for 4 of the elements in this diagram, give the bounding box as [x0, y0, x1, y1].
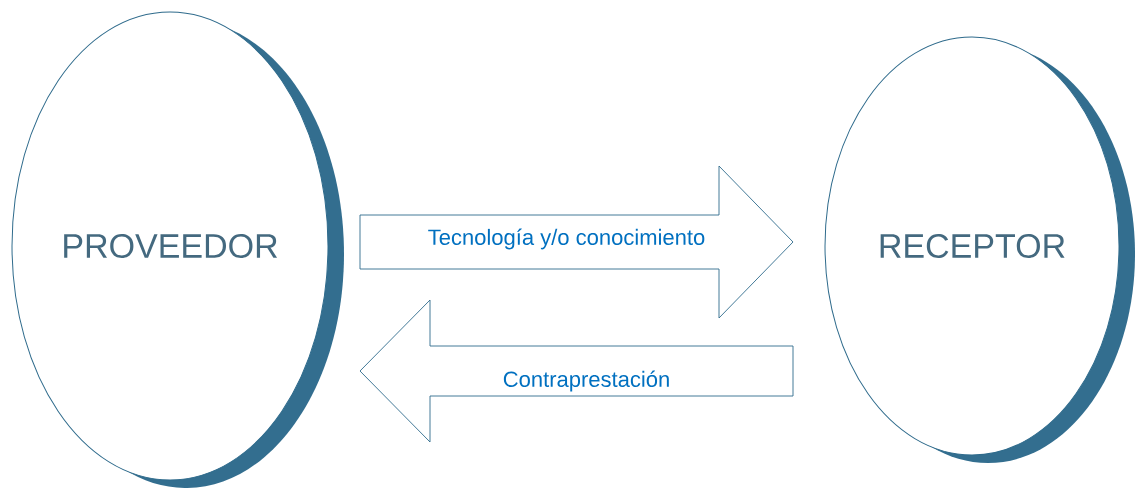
edge-label: Tecnología y/o conocimiento — [428, 228, 705, 250]
block-arrow — [359, 165, 794, 319]
edge-label: Contraprestación — [503, 370, 669, 392]
block-arrow — [359, 299, 794, 443]
